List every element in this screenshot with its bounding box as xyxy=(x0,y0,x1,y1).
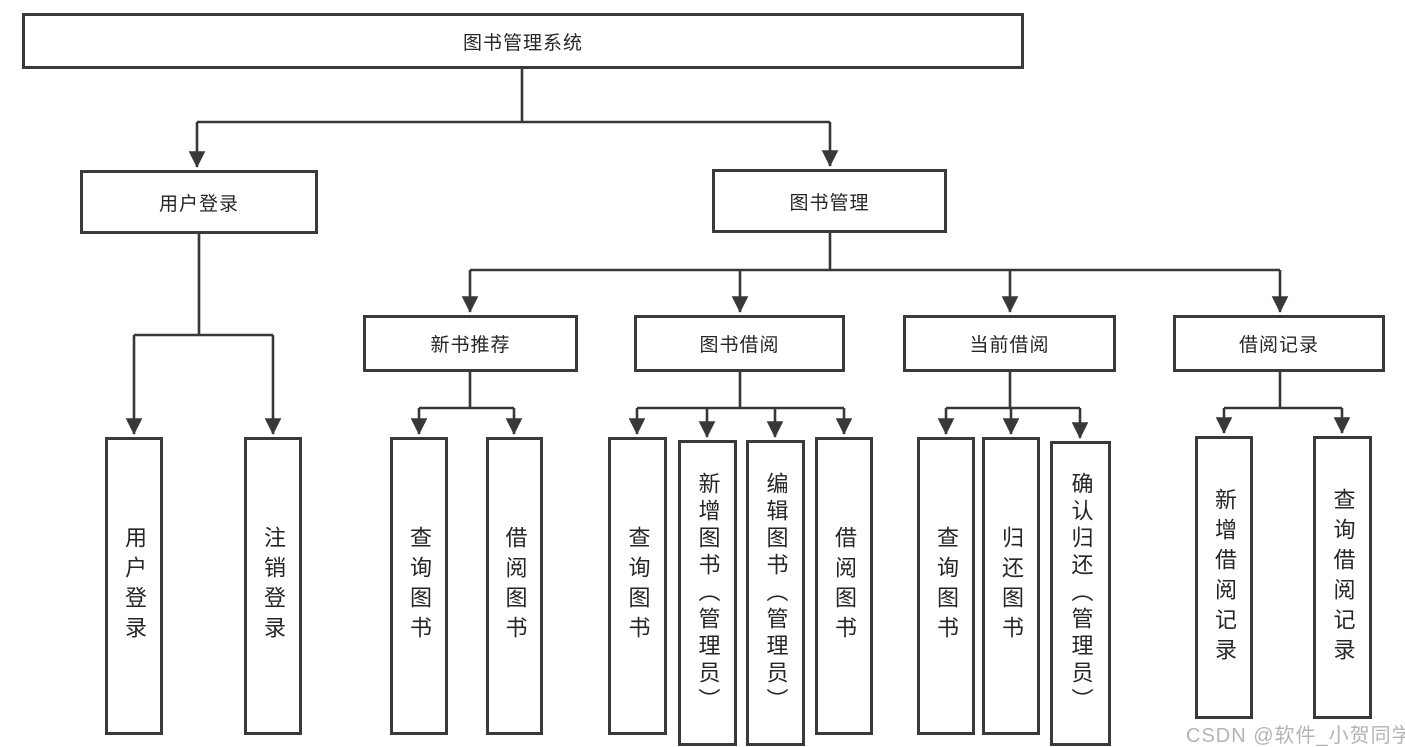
connector-user-login-to-leaves xyxy=(125,234,282,435)
leaf-query-books-1-label: 查询图书 xyxy=(407,526,432,646)
leaf-query-borrow-record-label: 查询借阅记录 xyxy=(1330,487,1356,668)
node-new-book-recommend-label: 新书推荐 xyxy=(430,335,511,356)
node-book-management-label: 图书管理 xyxy=(789,192,870,214)
leaf-borrow-books-1-label: 借阅图书 xyxy=(502,526,528,646)
node-user-login-label: 用户登录 xyxy=(158,193,239,215)
node-book-management: 图书管理 xyxy=(712,169,947,233)
connector-new-books-to-leaves xyxy=(410,372,523,435)
leaf-return-books: 归还图书 xyxy=(982,437,1040,735)
watermark: CSDN @软件_小贺同学 xyxy=(1186,725,1405,747)
leaf-query-books-3: 查询图书 xyxy=(917,437,975,735)
leaf-logout: 注销登录 xyxy=(244,437,302,735)
leaf-query-books-2: 查询图书 xyxy=(608,437,667,735)
node-root-label: 图书管理系统 xyxy=(462,32,583,54)
node-borrow-records: 借阅记录 xyxy=(1173,315,1385,372)
connector-book-management-to-level3 xyxy=(461,233,1289,313)
leaf-edit-book-admin: 编辑图书（管理员） xyxy=(746,440,805,746)
leaf-add-book-admin-label: 新增图书（管理员） xyxy=(695,471,721,715)
node-borrow-records-label: 借阅记录 xyxy=(1238,335,1319,356)
leaf-query-borrow-record: 查询借阅记录 xyxy=(1313,436,1372,719)
leaf-confirm-return-admin-label: 确认归还（管理员） xyxy=(1068,472,1094,715)
leaf-query-books-2-label: 查询图书 xyxy=(625,526,651,646)
leaf-logout-label: 注销登录 xyxy=(261,526,286,646)
leaf-return-books-label: 归还图书 xyxy=(999,526,1024,646)
leaf-edit-book-admin-label: 编辑图书（管理员） xyxy=(763,471,789,715)
leaf-user-login: 用户登录 xyxy=(105,437,163,735)
leaf-query-books-3-label: 查询图书 xyxy=(934,526,959,646)
leaf-confirm-return-admin: 确认归还（管理员） xyxy=(1050,441,1111,746)
node-new-book-recommend: 新书推荐 xyxy=(363,315,578,372)
leaf-borrow-books-2-label: 借阅图书 xyxy=(832,526,857,646)
connector-book-borrow-to-leaves xyxy=(628,372,853,438)
leaf-query-books-1: 查询图书 xyxy=(390,437,448,735)
node-current-borrowing: 当前借阅 xyxy=(903,315,1116,372)
node-user-login: 用户登录 xyxy=(80,170,318,234)
leaf-borrow-books-2: 借阅图书 xyxy=(815,437,873,735)
connector-current-borrow-to-leaves xyxy=(937,372,1089,439)
node-book-borrowing: 图书借阅 xyxy=(634,315,845,372)
leaf-add-borrow-record-label: 新增借阅记录 xyxy=(1212,487,1237,668)
node-current-borrowing-label: 当前借阅 xyxy=(969,335,1050,356)
node-book-borrowing-label: 图书借阅 xyxy=(699,335,780,356)
connector-root-to-level2 xyxy=(188,69,839,168)
node-root: 图书管理系统 xyxy=(22,13,1024,69)
leaf-user-login-label: 用户登录 xyxy=(122,526,147,646)
connector-records-to-leaves xyxy=(1215,372,1351,434)
leaf-borrow-books-1: 借阅图书 xyxy=(486,437,543,735)
leaf-add-book-admin: 新增图书（管理员） xyxy=(678,440,737,746)
leaf-add-borrow-record: 新增借阅记录 xyxy=(1195,436,1253,719)
